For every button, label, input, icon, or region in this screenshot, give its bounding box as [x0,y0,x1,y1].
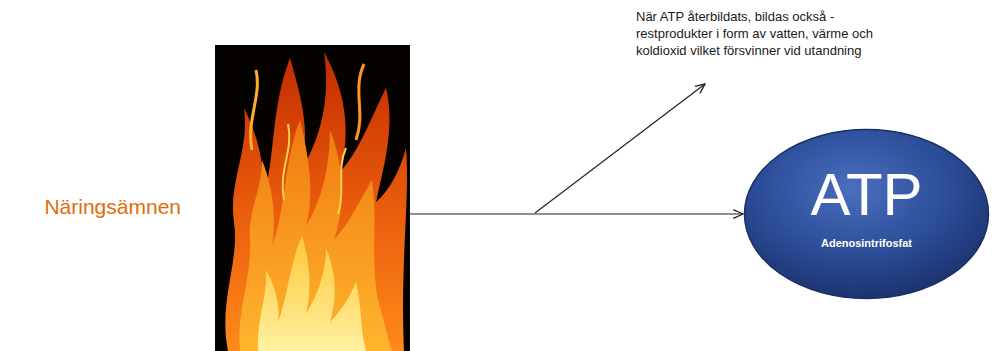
leader-line [535,84,705,213]
fire-box: Näringsämnen [215,45,410,351]
atp-ellipse: ATP Adenosintrifosfat [743,128,990,300]
node-title: ATP [810,165,922,225]
arrow-connector [410,213,743,214]
fire-picture [215,45,410,351]
note-text: När ATP återbildats, bildas också - rest… [636,8,898,59]
node-heading: Näringsämnen [44,195,181,219]
node-subtitle: Adenosintrifosfat [821,237,912,249]
